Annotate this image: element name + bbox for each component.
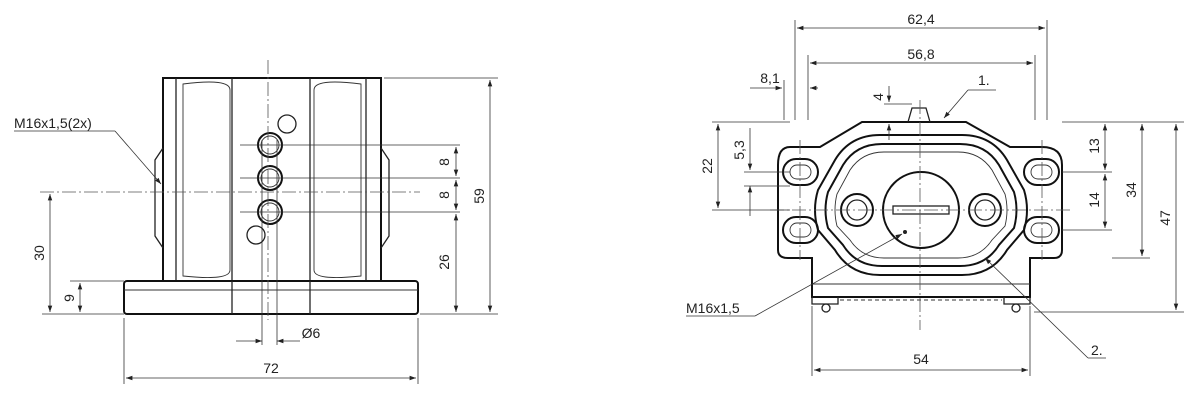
dim-22: 22 [699,121,790,211]
right-view: 62,4 56,8 8,1 4 1. [686,11,1184,376]
dim-4: 4 [870,86,912,140]
dim-56-8: 56,8 [807,46,1036,120]
dim-diameter: Ø6 [236,140,321,345]
dim-22-label: 22 [699,158,715,174]
dim-4-label: 4 [870,93,886,101]
right-thread-callout: M16x1,5 [686,233,903,317]
left-holes [246,114,297,245]
dim-62-4: 62,4 [794,11,1048,120]
marker-1-label: 1. [978,72,990,88]
right-housing-outline [777,107,1063,298]
dim-54-label: 54 [913,351,929,367]
dim-13-14: 13 14 [1062,121,1112,231]
dim-59-label: 59 [471,188,487,204]
dim-62-4-label: 62,4 [907,11,934,27]
dim-8-lower-label: 8 [436,191,452,199]
marker-2: 2. [984,257,1106,359]
dim-59: 59 [384,77,498,315]
dim-8-1: 8,1 [750,70,818,120]
dim-54: 54 [811,306,1031,376]
left-thread-callout-label: M16x1,5(2x) [14,115,92,131]
right-centerlines [770,100,1070,330]
left-thread-callout: M16x1,5(2x) [14,115,162,185]
dim-47-label: 47 [1157,210,1173,226]
dim-72-label: 72 [263,360,279,376]
left-view: 72 59 8 8 26 30 9 [14,60,498,384]
dim-56-8-label: 56,8 [907,46,934,62]
dim-47: 47 [1034,121,1184,313]
dim-left-heights: 30 9 [31,194,124,315]
dim-8-1-label: 8,1 [760,70,780,86]
dim-14-label: 14 [1086,192,1102,208]
marker-1: 1. [943,72,996,119]
dim-diameter-label: Ø6 [302,325,321,341]
dim-34: 34 [1112,121,1150,259]
dim-5-3: 5,3 [731,128,790,216]
right-oval-flange [814,134,1028,276]
dim-34-label: 34 [1123,182,1139,198]
marker-2-label: 2. [1091,342,1103,358]
right-thread-callout-label: M16x1,5 [686,300,740,316]
left-body-outline [154,77,390,282]
dim-9-label: 9 [61,294,77,302]
right-bottom-feet [811,297,1031,313]
dim-5-3-label: 5,3 [731,140,747,160]
left-base-flange [123,280,419,315]
dim-13-label: 13 [1086,138,1102,154]
dim-26-label: 26 [436,254,452,270]
dim-30-label: 30 [31,245,47,261]
dim-72: 72 [123,318,419,384]
dim-8-upper-label: 8 [436,158,452,166]
dim-pitch: 8 8 26 [436,147,459,312]
